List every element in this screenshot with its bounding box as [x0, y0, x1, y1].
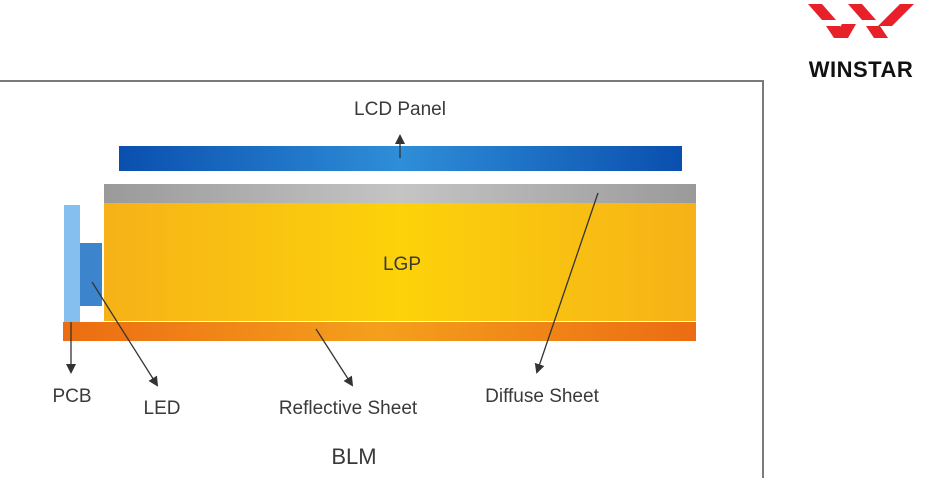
lcd-panel-label: LCD Panel [354, 99, 446, 120]
blm-label: BLM [331, 444, 376, 469]
diffuse-sheet-arrow [534, 192, 599, 374]
led-arrow [91, 281, 159, 387]
blm-frame [0, 80, 764, 478]
pcb-label: PCB [52, 386, 91, 407]
winstar-logo-icon [808, 4, 914, 38]
diffuse-sheet-label: Diffuse Sheet [485, 386, 599, 407]
reflective-sheet-label: Reflective Sheet [279, 398, 418, 419]
brand-name: WINSTAR [808, 57, 914, 82]
reflective-sheet-layer [63, 322, 696, 341]
reflective-sheet-arrow [315, 328, 354, 387]
lgp-label: LGP [383, 254, 421, 275]
pcb-layer [64, 205, 80, 322]
lgp-layer [104, 203, 696, 321]
led-layer [80, 243, 102, 306]
diffuse-sheet-layer [104, 184, 696, 203]
led-label: LED [144, 398, 181, 419]
